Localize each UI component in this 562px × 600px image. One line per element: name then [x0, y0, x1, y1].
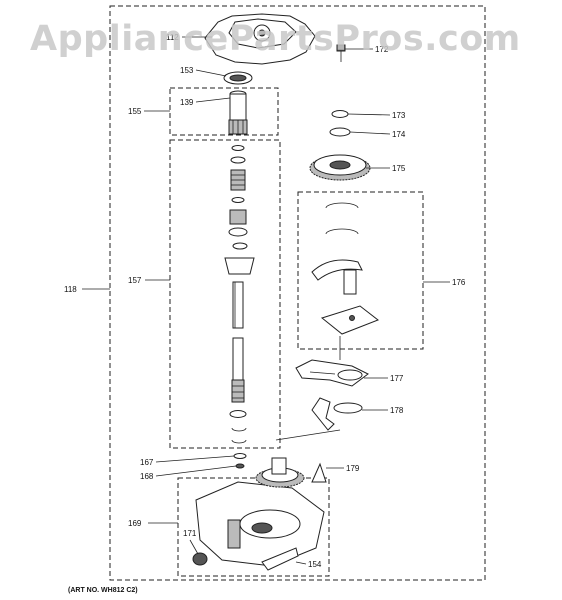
callout-169: 169 [128, 519, 142, 528]
callout-153: 153 [180, 66, 194, 75]
part-167-washer [233, 453, 247, 459]
callout-177: 177 [390, 374, 404, 383]
group-box-176 [297, 191, 424, 350]
watermark-text: AppliancePartsPros.com [30, 19, 521, 59]
group-box-157 [169, 139, 281, 449]
part-178-fork [311, 397, 363, 431]
callout-168: 168 [140, 472, 154, 481]
art-number: (ART NO. WH812 C2) [68, 587, 138, 594]
part-175-gear [309, 154, 371, 181]
group-box-169 [177, 477, 330, 577]
callout-171: 171 [183, 529, 197, 538]
callout-174: 174 [392, 130, 406, 139]
part-177-lever [295, 359, 369, 387]
callout-112: 112 [166, 33, 179, 42]
part-157-shaft-assembly [224, 145, 255, 444]
callout-157: 157 [128, 276, 142, 285]
part-172-screw [336, 44, 346, 62]
callout-179: 179 [346, 464, 360, 473]
callout-154: 154 [308, 560, 322, 569]
leader-lines [82, 36, 450, 565]
part-168-washer [235, 463, 245, 469]
callout-175: 175 [392, 164, 406, 173]
part-169-gearcase [195, 457, 325, 567]
assembly-boundary-118 [109, 5, 486, 581]
part-176-shift-assembly [311, 202, 380, 335]
part-154-bracket [261, 547, 299, 571]
part-153-seal [223, 71, 253, 85]
group-box-155 [169, 87, 279, 136]
callout-139: 139 [180, 98, 194, 107]
callout-155: 155 [128, 107, 142, 116]
part-139-collar [228, 90, 248, 135]
part-174-washer [329, 127, 351, 137]
part-173-ring [331, 110, 349, 118]
part-179-clip [311, 462, 327, 483]
part-112-cover [204, 13, 316, 65]
callout-118: 118 [64, 285, 77, 294]
callout-173: 173 [392, 111, 406, 120]
part-171-plug [192, 552, 208, 566]
callout-167: 167 [140, 458, 154, 467]
callout-176: 176 [452, 278, 466, 287]
callout-178: 178 [390, 406, 404, 415]
callout-172: 172 [375, 45, 389, 54]
